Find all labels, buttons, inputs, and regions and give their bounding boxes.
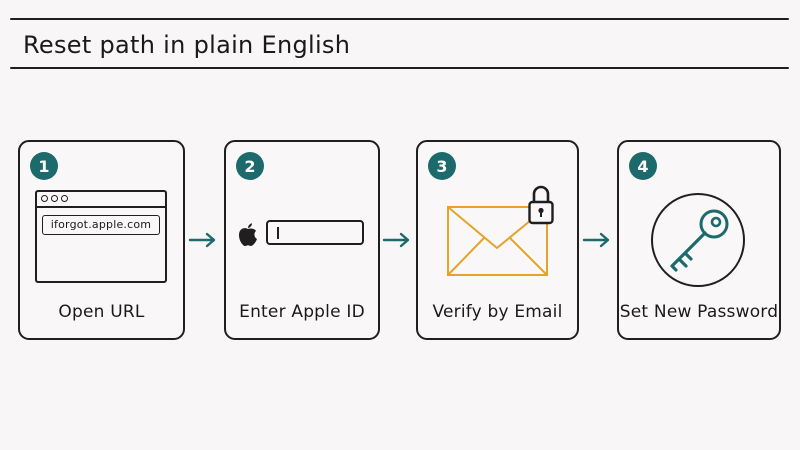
step-label: Enter Apple ID [239,302,365,322]
step-number-badge: 2 [236,152,264,180]
window-dot [41,195,48,202]
diagram-title: Reset path in plain English [23,31,351,59]
key-icon [651,193,745,287]
text-cursor [277,227,279,239]
window-dot [51,195,58,202]
step-verify-by-email: 3 Verify by Email [416,140,579,340]
window-dot [61,195,68,202]
browser-window-icon: iforgot.apple.com [35,190,167,283]
step-number-badge: 1 [30,152,58,180]
step-label: Verify by Email [432,302,563,322]
title-bottom-rule [10,67,789,69]
step-number-badge: 4 [629,152,657,180]
step-number-badge: 3 [428,152,456,180]
browser-title-bar [37,192,165,208]
step-label: Set New Password [619,302,779,322]
arrow-right-icon [582,232,610,248]
title-top-rule [10,18,789,20]
arrow-right-icon [188,232,216,248]
arrow-right-icon [382,232,410,248]
step-set-new-password: 4 Set New Password [617,140,781,340]
apple-logo-icon [239,223,257,246]
step-label: Open URL [58,302,145,322]
url-field: iforgot.apple.com [42,215,160,235]
step-enter-apple-id: 2 Enter Apple ID [224,140,380,340]
step-open-url: 1 iforgot.apple.com Open URL [18,140,185,340]
apple-id-field [266,220,364,245]
lock-icon [528,185,554,225]
